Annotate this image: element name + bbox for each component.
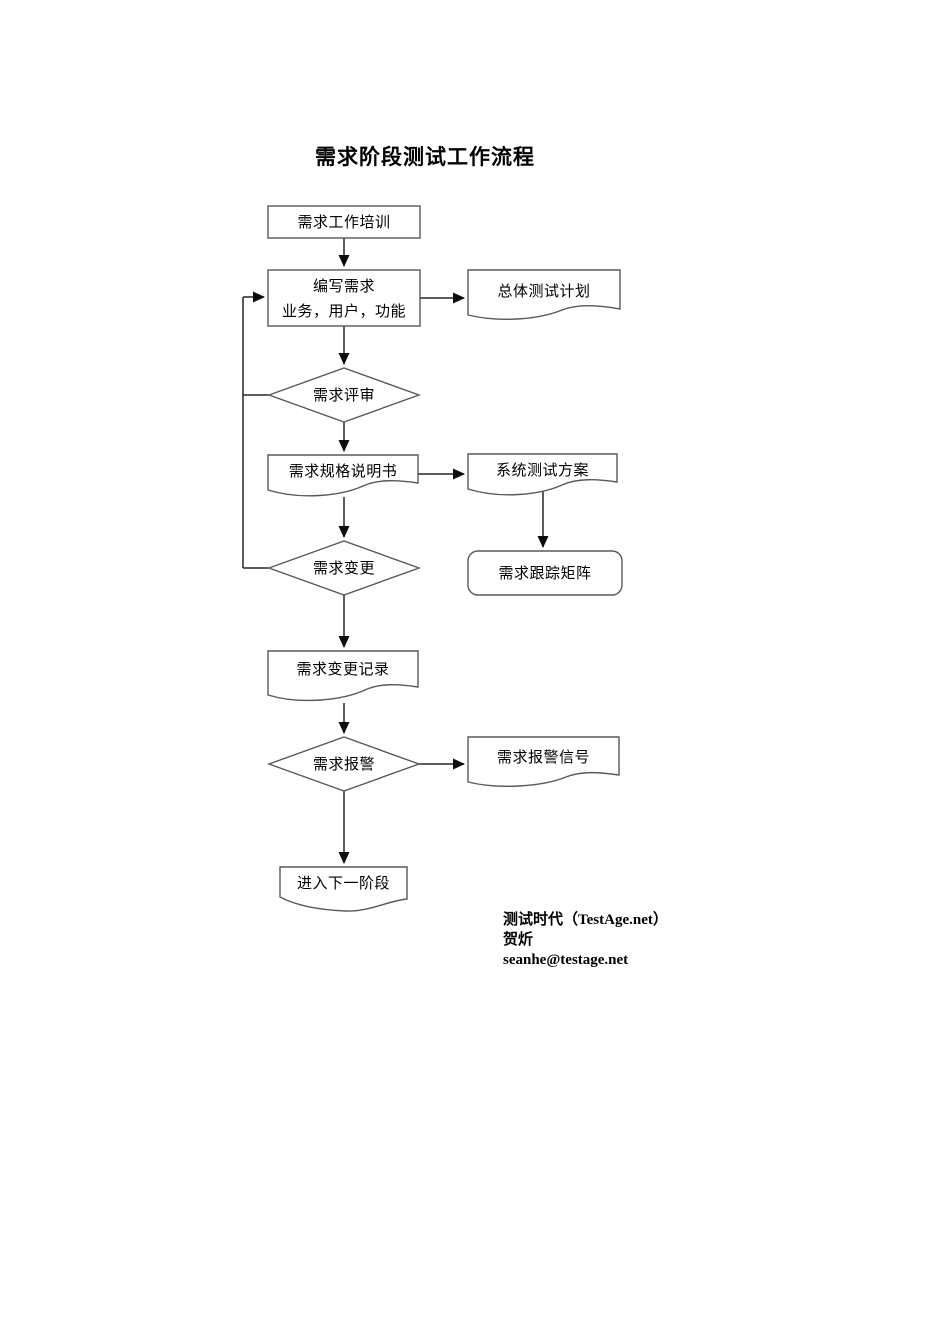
node-label-overall-test-plan: 总体测试计划: [468, 270, 620, 312]
node-label-alarm: 需求报警: [269, 737, 419, 791]
review-text: 需求评审: [312, 386, 375, 404]
process-box-training: [267, 205, 421, 239]
document-shape-change-record: [267, 650, 419, 702]
node-label-alarm-signal: 需求报警信号: [468, 737, 619, 777]
node-label-training: 需求工作培训: [268, 206, 420, 238]
footer-email: seanhe@testage.net: [503, 952, 629, 968]
node-label-write-requirements: 编写需求 业务，用户，功能: [268, 271, 420, 326]
write-requirements-line2: 业务，用户，功能: [281, 302, 406, 320]
requirement-spec-text: 需求规格说明书: [288, 462, 398, 480]
alarm-signal-text: 需求报警信号: [496, 748, 590, 766]
node-label-requirement-spec: 需求规格说明书: [268, 455, 418, 487]
node-label-review: 需求评审: [269, 368, 419, 422]
node-label-trace-matrix: 需求跟踪矩阵: [468, 551, 622, 595]
next-phase-text: 进入下一阶段: [296, 874, 390, 892]
training-text: 需求工作培训: [297, 213, 391, 231]
decision-diamond-alarm: [266, 736, 422, 792]
page-title: 需求阶段测试工作流程: [315, 146, 535, 169]
alarm-text: 需求报警: [312, 755, 375, 773]
document-shape-requirement-spec: [267, 454, 419, 497]
change-record-text: 需求变更记录: [296, 660, 390, 678]
trace-matrix-text: 需求跟踪矩阵: [498, 564, 592, 582]
system-test-plan-text: 系统测试方案: [495, 461, 589, 479]
node-label-system-test-plan: 系统测试方案: [468, 454, 617, 486]
document-shape-overall-test-plan: [467, 269, 621, 320]
decision-diamond-change: [266, 540, 422, 596]
decision-diamond-review: [266, 367, 422, 423]
document-shape-system-test-plan: [467, 453, 618, 496]
document-shape-alarm-signal: [467, 736, 620, 788]
node-label-next-phase: 进入下一阶段: [280, 867, 407, 899]
node-shapes: [266, 205, 623, 912]
connectors: [242, 238, 549, 864]
banner-shape-next-phase: [279, 866, 408, 912]
footer-credit: 测试时代（TestAge.net） 贺炘 seanhe@testage.net: [503, 910, 733, 970]
rounded-box-trace-matrix: [467, 550, 623, 596]
node-label-change: 需求变更: [269, 541, 419, 595]
process-box-write-requirements: [267, 269, 421, 327]
footer-author: 贺炘: [503, 932, 534, 948]
write-requirements-line1: 编写需求: [312, 277, 375, 295]
footer-site: 测试时代（TestAge.net）: [503, 912, 668, 928]
change-text: 需求变更: [312, 559, 375, 577]
node-label-change-record: 需求变更记录: [268, 651, 418, 687]
overall-test-plan-text: 总体测试计划: [497, 282, 591, 300]
